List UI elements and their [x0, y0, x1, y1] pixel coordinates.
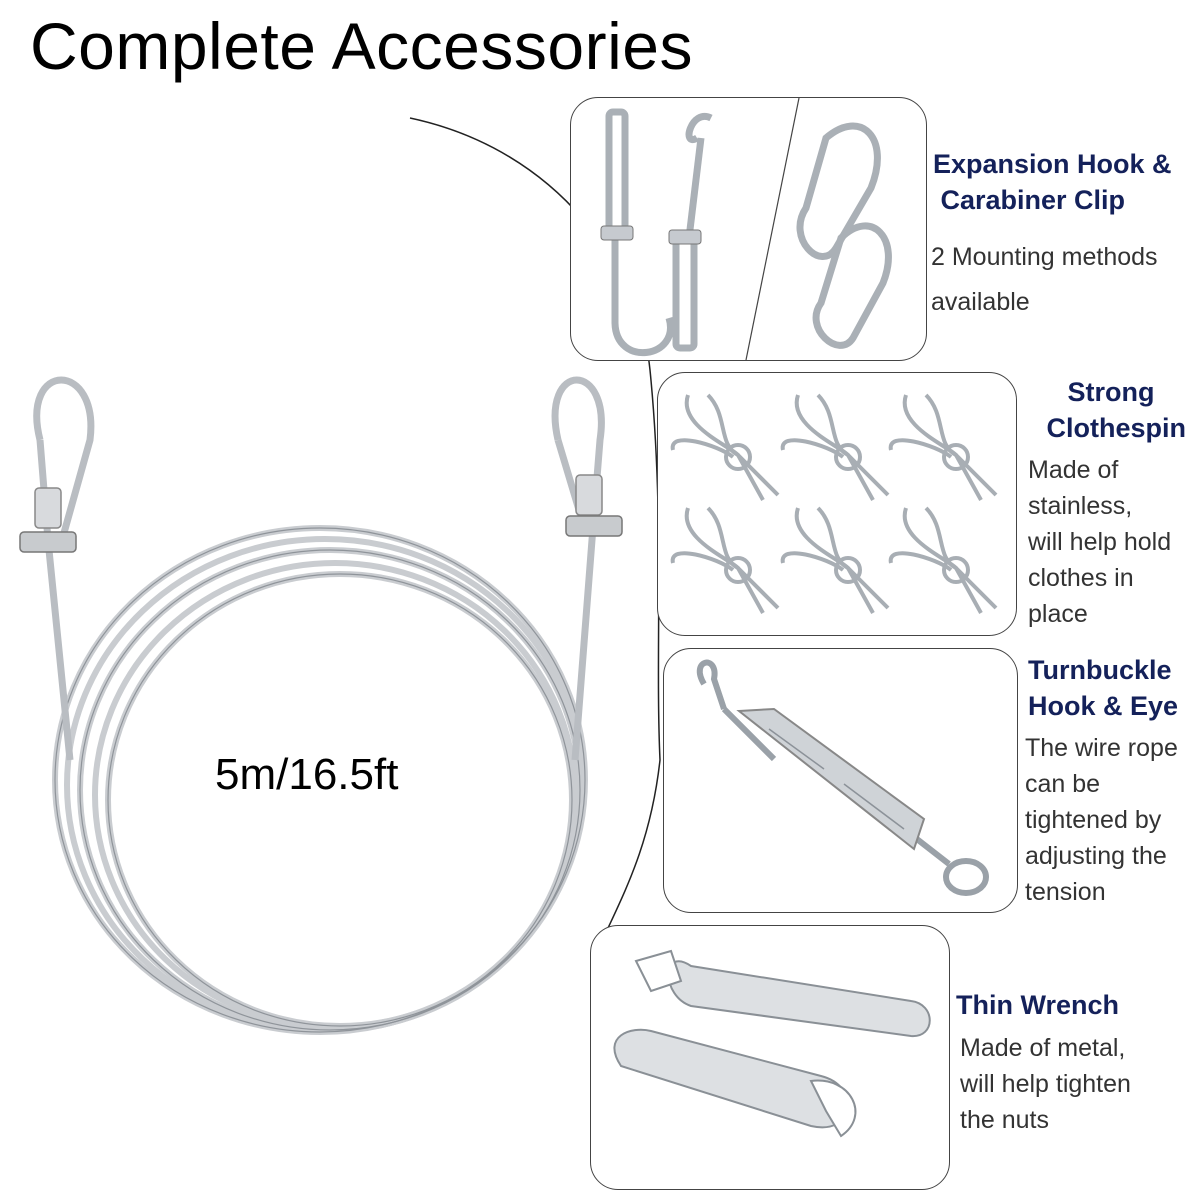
clothespin-heading: Strong Clothespin: [1046, 377, 1187, 443]
expansion-hook-carabiner-panel: [570, 97, 927, 361]
turnbuckle-panel: [663, 648, 1018, 913]
turnbuckle-description: The wire rope can be tightened by adjust…: [1025, 734, 1178, 906]
wrench-illustration: [613, 949, 931, 1138]
expansion-hook-description: 2 Mounting methods available: [931, 243, 1158, 316]
wrench-panel: [590, 925, 950, 1190]
turnbuckle-illustration: [696, 659, 989, 896]
expansion-hook-heading: Expansion Hook & Carabiner Clip: [933, 149, 1172, 215]
page-title: Complete Accessories: [30, 9, 693, 83]
turnbuckle-heading: Turnbuckle Hook & Eye: [1028, 655, 1179, 721]
clothespin-illustration: [670, 393, 998, 614]
cable-length-label: 5m/16.5ft: [215, 750, 399, 799]
clothespin-panel: [657, 372, 1017, 636]
wrench-description: Made of metal, will help tighten the nut…: [960, 1034, 1131, 1134]
clothespin-description: Made of stainless, will help hold clothe…: [1028, 456, 1172, 628]
wrench-heading: Thin Wrench: [956, 990, 1120, 1020]
hook-carabiner-illustration: [600, 98, 892, 360]
